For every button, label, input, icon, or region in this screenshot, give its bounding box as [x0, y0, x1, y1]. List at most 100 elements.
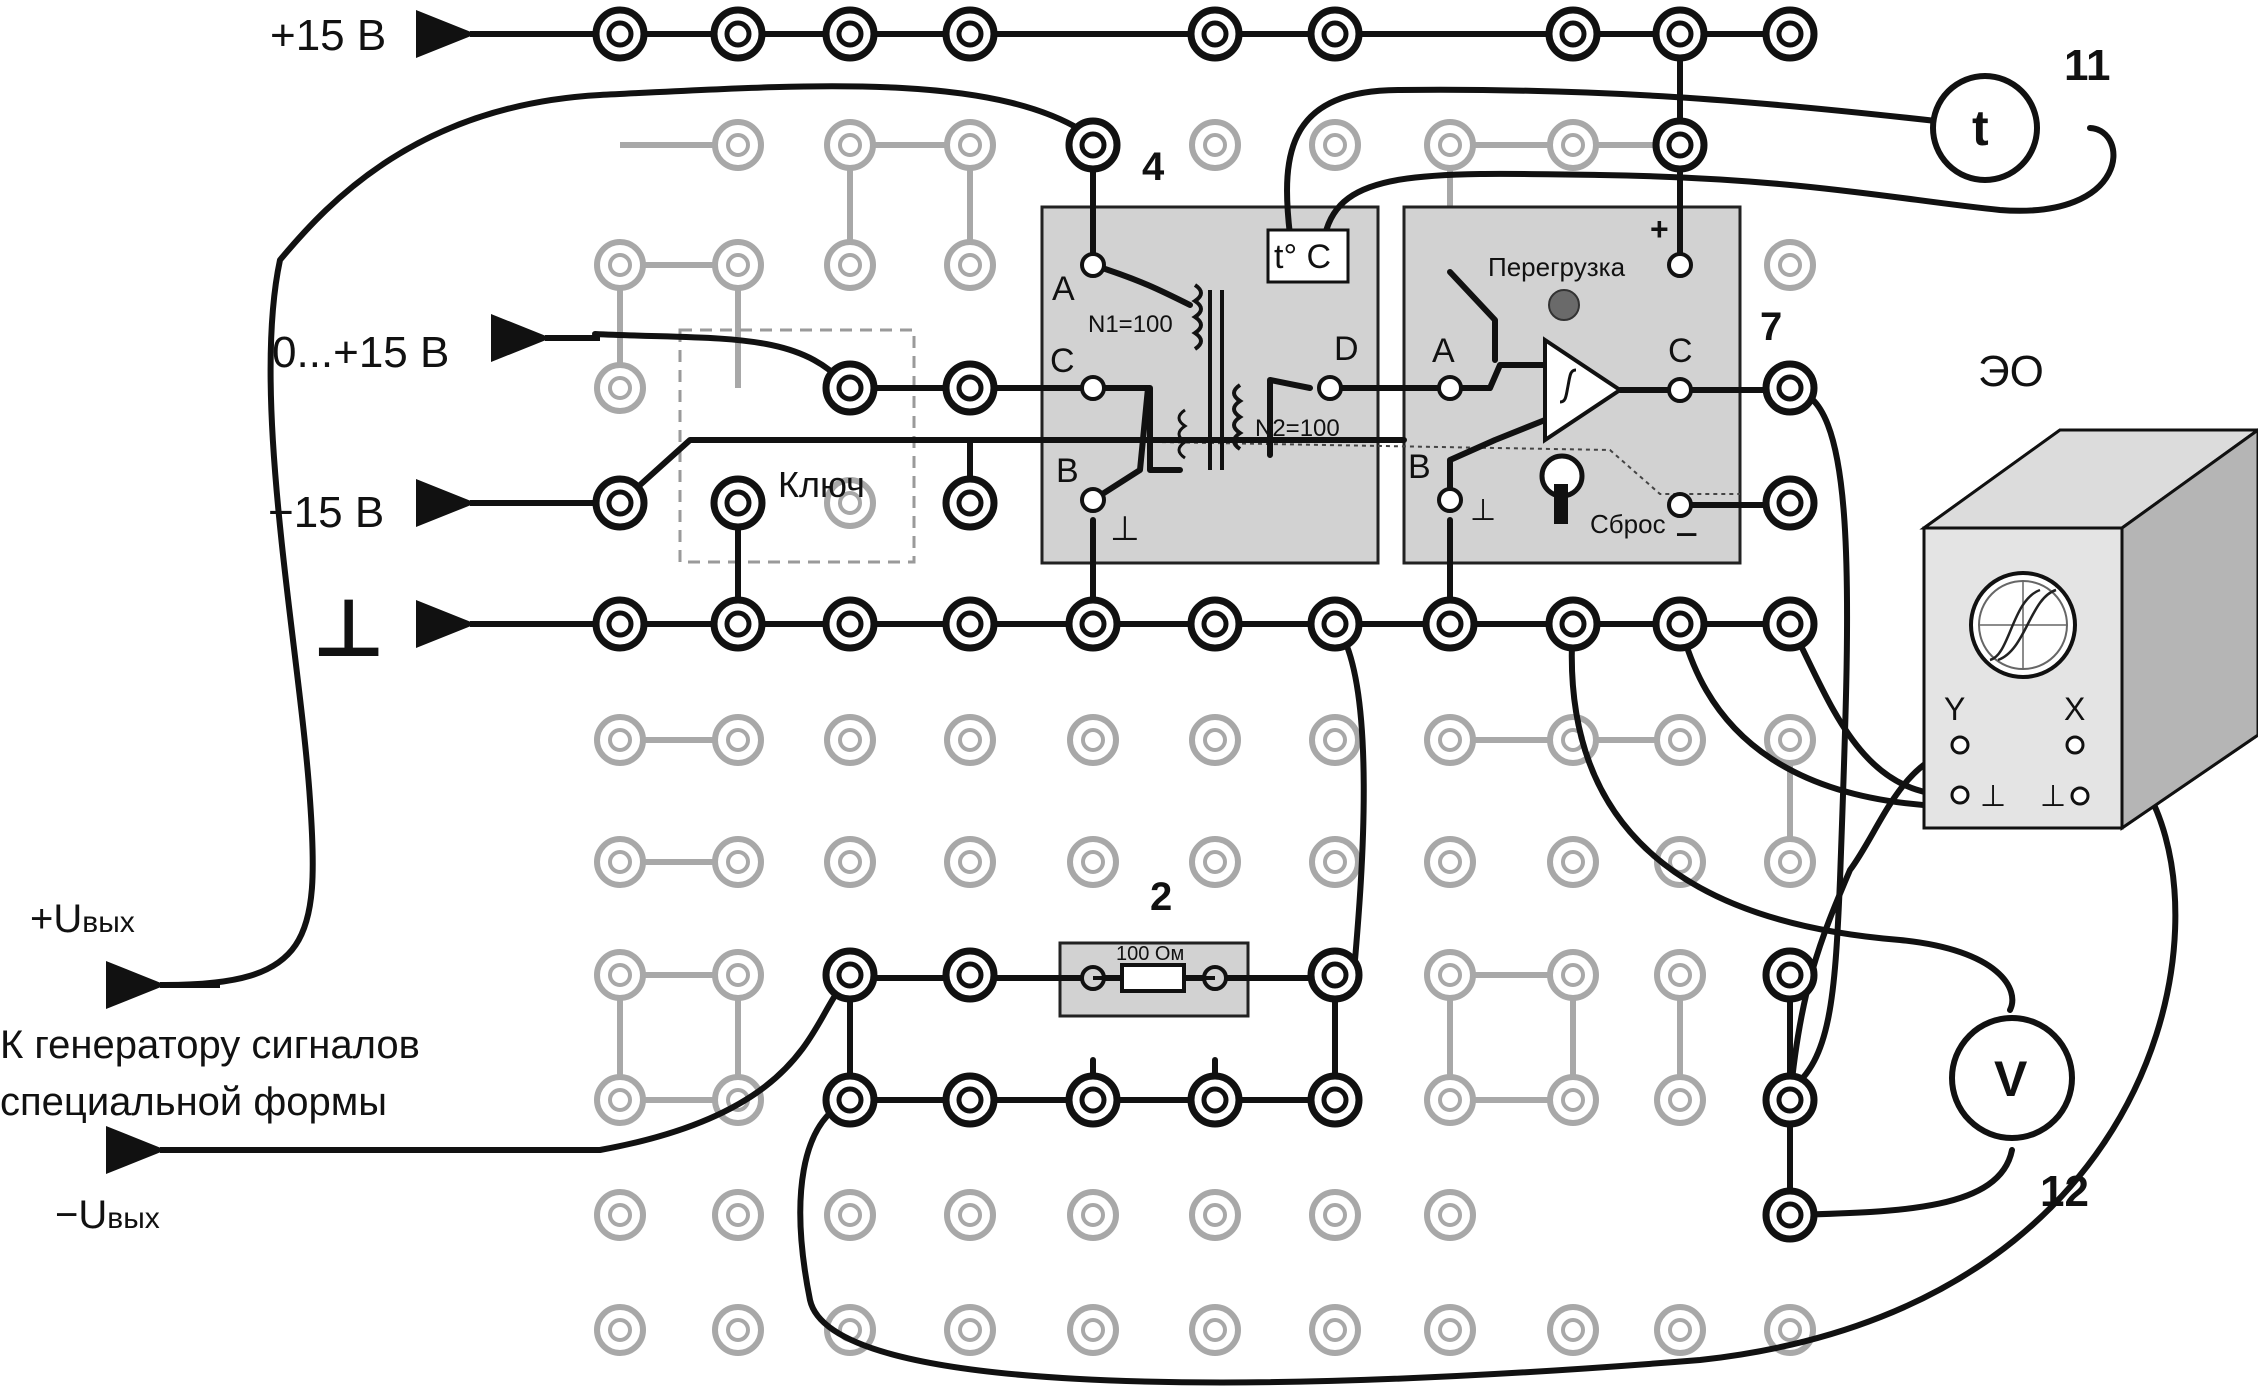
inactive-socket[interactable]: [1189, 714, 1241, 766]
active-socket[interactable]: [1065, 117, 1121, 173]
active-socket[interactable]: [1307, 596, 1363, 652]
active-socket[interactable]: [822, 947, 878, 1003]
active-socket[interactable]: [1652, 6, 1708, 62]
inactive-socket[interactable]: [1547, 1304, 1599, 1356]
inactive-socket[interactable]: [1424, 836, 1476, 888]
inactive-socket[interactable]: [712, 239, 764, 291]
active-socket[interactable]: [1762, 360, 1818, 416]
active-socket[interactable]: [942, 6, 998, 62]
inactive-socket[interactable]: [1309, 1189, 1361, 1241]
inactive-socket[interactable]: [1764, 836, 1816, 888]
inactive-socket[interactable]: [1189, 1189, 1241, 1241]
active-socket[interactable]: [1762, 1187, 1818, 1243]
inactive-socket[interactable]: [1309, 836, 1361, 888]
active-socket[interactable]: [942, 1072, 998, 1128]
active-socket[interactable]: [822, 360, 878, 416]
active-socket[interactable]: [1307, 947, 1363, 1003]
active-socket[interactable]: [1762, 596, 1818, 652]
active-socket[interactable]: [1545, 596, 1601, 652]
inactive-socket[interactable]: [824, 119, 876, 171]
active-socket[interactable]: [710, 6, 766, 62]
inactive-socket[interactable]: [712, 119, 764, 171]
inactive-socket[interactable]: [712, 949, 764, 1001]
active-socket[interactable]: [822, 6, 878, 62]
inactive-socket[interactable]: [824, 239, 876, 291]
inactive-socket[interactable]: [594, 239, 646, 291]
inactive-socket[interactable]: [944, 119, 996, 171]
inactive-socket[interactable]: [1764, 239, 1816, 291]
active-socket[interactable]: [942, 596, 998, 652]
inactive-socket[interactable]: [1654, 1074, 1706, 1126]
ground-left-jack[interactable]: [1950, 785, 1970, 805]
active-socket[interactable]: [1422, 596, 1478, 652]
input-y-jack[interactable]: [1950, 735, 1970, 755]
active-socket[interactable]: [592, 596, 648, 652]
inactive-socket[interactable]: [594, 1189, 646, 1241]
active-socket[interactable]: [1762, 6, 1818, 62]
active-socket[interactable]: [942, 475, 998, 531]
inactive-socket[interactable]: [944, 239, 996, 291]
inactive-socket[interactable]: [1654, 949, 1706, 1001]
inactive-socket[interactable]: [594, 362, 646, 414]
inactive-socket[interactable]: [1424, 714, 1476, 766]
inactive-socket[interactable]: [1424, 119, 1476, 171]
active-socket[interactable]: [822, 596, 878, 652]
active-socket[interactable]: [1065, 596, 1121, 652]
inactive-socket[interactable]: [1424, 1074, 1476, 1126]
active-socket[interactable]: [1652, 596, 1708, 652]
inactive-socket[interactable]: [1189, 1304, 1241, 1356]
ground-right-jack[interactable]: [2070, 786, 2090, 806]
active-socket[interactable]: [1545, 6, 1601, 62]
inactive-socket[interactable]: [594, 949, 646, 1001]
inactive-socket[interactable]: [824, 1189, 876, 1241]
active-socket[interactable]: [1187, 6, 1243, 62]
inactive-socket[interactable]: [1424, 1304, 1476, 1356]
inactive-socket[interactable]: [1764, 1304, 1816, 1356]
active-socket[interactable]: [942, 360, 998, 416]
inactive-socket[interactable]: [594, 1304, 646, 1356]
inactive-socket[interactable]: [712, 1304, 764, 1356]
inactive-socket[interactable]: [1547, 119, 1599, 171]
active-socket[interactable]: [1065, 1072, 1121, 1128]
inactive-socket[interactable]: [1189, 119, 1241, 171]
inactive-socket[interactable]: [824, 714, 876, 766]
inactive-socket[interactable]: [1189, 836, 1241, 888]
inactive-socket[interactable]: [1309, 1304, 1361, 1356]
active-socket[interactable]: [1307, 1072, 1363, 1128]
inactive-socket[interactable]: [944, 1304, 996, 1356]
inactive-socket[interactable]: [824, 477, 876, 529]
active-socket[interactable]: [1652, 117, 1708, 173]
inactive-socket[interactable]: [712, 1189, 764, 1241]
inactive-socket[interactable]: [1654, 1304, 1706, 1356]
inactive-socket[interactable]: [1764, 714, 1816, 766]
inactive-socket[interactable]: [1547, 949, 1599, 1001]
inactive-socket[interactable]: [1547, 836, 1599, 888]
inactive-socket[interactable]: [594, 714, 646, 766]
inactive-socket[interactable]: [1309, 714, 1361, 766]
inactive-socket[interactable]: [944, 1189, 996, 1241]
active-socket[interactable]: [1762, 947, 1818, 1003]
active-socket[interactable]: [592, 475, 648, 531]
active-socket[interactable]: [1762, 475, 1818, 531]
inactive-socket[interactable]: [712, 836, 764, 888]
inactive-socket[interactable]: [1309, 119, 1361, 171]
active-socket[interactable]: [710, 596, 766, 652]
inactive-socket[interactable]: [944, 836, 996, 888]
inactive-socket[interactable]: [594, 1074, 646, 1126]
active-socket[interactable]: [942, 947, 998, 1003]
inactive-socket[interactable]: [1424, 1189, 1476, 1241]
inactive-socket[interactable]: [824, 836, 876, 888]
inactive-socket[interactable]: [1067, 1304, 1119, 1356]
active-socket[interactable]: [710, 475, 766, 531]
active-socket[interactable]: [1187, 1072, 1243, 1128]
inactive-socket[interactable]: [594, 836, 646, 888]
active-socket[interactable]: [592, 6, 648, 62]
inactive-socket[interactable]: [1424, 949, 1476, 1001]
inactive-socket[interactable]: [712, 714, 764, 766]
inactive-socket[interactable]: [944, 714, 996, 766]
inactive-socket[interactable]: [1067, 1189, 1119, 1241]
active-socket[interactable]: [1187, 596, 1243, 652]
inactive-socket[interactable]: [1547, 1074, 1599, 1126]
active-socket[interactable]: [822, 1072, 878, 1128]
inactive-socket[interactable]: [1067, 714, 1119, 766]
